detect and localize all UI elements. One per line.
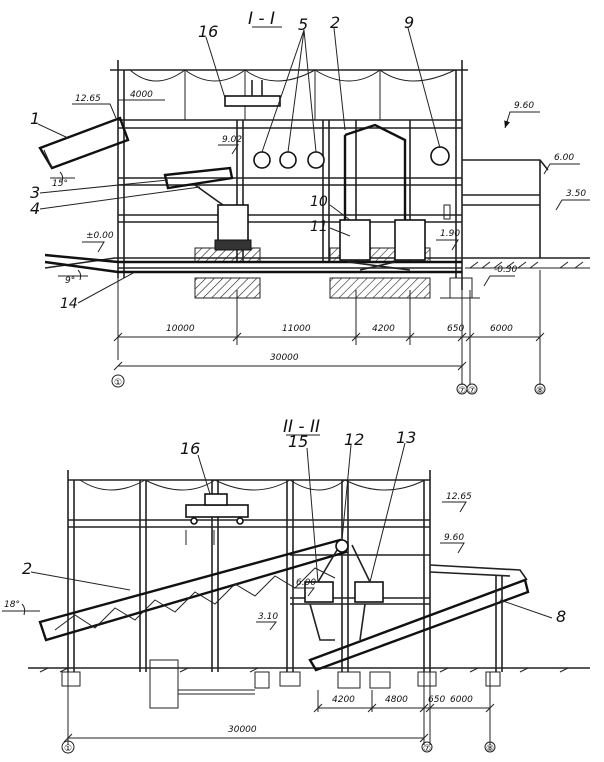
axis-8-top: ⑧ (536, 386, 544, 396)
level-12-65-bottom: 12.65 (446, 492, 472, 502)
callout-5: 5 (298, 15, 308, 34)
callout-9: 9 (404, 13, 414, 32)
callout-13: 13 (396, 428, 416, 447)
level-0-00: ±0.00 (86, 231, 114, 241)
dim-650: 650 (447, 324, 464, 334)
pit (149, 659, 179, 709)
callout-1: 1 (30, 109, 40, 128)
callout-16-bottom: 16 (180, 439, 200, 458)
axis-8-bottom: ⑧ (486, 744, 494, 754)
foundation (329, 277, 431, 299)
level-9-02: 9.02 (222, 135, 242, 145)
section-ii-ii: II - II (2, 417, 590, 754)
axis-7a-top: ⑦ (458, 386, 466, 396)
level-3-50: 3.50 (566, 189, 586, 199)
angle-18: 18° (4, 600, 20, 610)
callout-16: 16 (198, 22, 218, 41)
callout-15: 15 (288, 432, 308, 451)
level-6-00: 6.00 (554, 153, 574, 163)
axis-1-top: ① (114, 378, 122, 388)
axis-7b-top: ⑦ (468, 386, 476, 396)
callout-14: 14 (60, 296, 78, 312)
foundation (194, 277, 261, 299)
level-9-60-bottom: 9.60 (444, 533, 464, 543)
machine-13 (354, 581, 384, 603)
level-minus-0-30: -0.30 (494, 265, 518, 275)
section-title-top: I - I (248, 9, 275, 29)
dim-4200: 4200 (372, 324, 395, 334)
level-9-60: 9.60 (514, 101, 534, 111)
angle-9: 9° (65, 276, 75, 286)
section-i-i: I - I (30, 9, 590, 396)
callout-10: 10 (310, 194, 328, 210)
screen-3 (163, 166, 234, 190)
dim-4800-bottom: 4800 (385, 695, 408, 705)
section-title-bottom: II - II (283, 417, 320, 437)
axis-1-bottom: ① (64, 744, 72, 754)
callout-8: 8 (556, 607, 566, 626)
crane-16 (224, 95, 281, 107)
level-12-65: 12.65 (75, 94, 101, 104)
callout-4: 4 (30, 199, 40, 218)
conveyor-8 (308, 578, 530, 672)
crane-16-bottom (185, 504, 249, 518)
dim-11000: 11000 (282, 324, 311, 334)
level-3-10-bottom: 3.10 (258, 612, 278, 622)
conveyor-1 (38, 116, 130, 170)
callout-2: 2 (330, 13, 340, 32)
dim-6000: 6000 (490, 324, 513, 334)
elevator-2 (343, 123, 407, 220)
motor-9 (430, 146, 450, 166)
dim-10000: 10000 (166, 324, 195, 334)
dim-650-bottom: 650 (428, 695, 445, 705)
callout-11: 11 (310, 219, 328, 235)
dim-4000: 4000 (130, 90, 153, 100)
callout-3: 3 (30, 183, 40, 202)
callout-2-bottom: 2 (22, 559, 32, 578)
callout-12: 12 (344, 430, 364, 449)
angle-15: 15° (52, 179, 68, 189)
dim-4200-bottom: 4200 (332, 695, 355, 705)
axis-7-bottom: ⑦ (423, 744, 431, 754)
conveyor-14 (44, 253, 462, 264)
elevator-2-bottom (38, 538, 348, 642)
level-1-90: 1.90 (440, 229, 460, 239)
motors-5 (253, 151, 325, 169)
dim-30000: 30000 (270, 353, 299, 363)
level-6-00-bottom: 6.00 (296, 578, 316, 588)
dim-30000-bottom: 30000 (228, 725, 257, 735)
machine-15 (304, 581, 334, 603)
dim-6000-bottom: 6000 (450, 695, 473, 705)
